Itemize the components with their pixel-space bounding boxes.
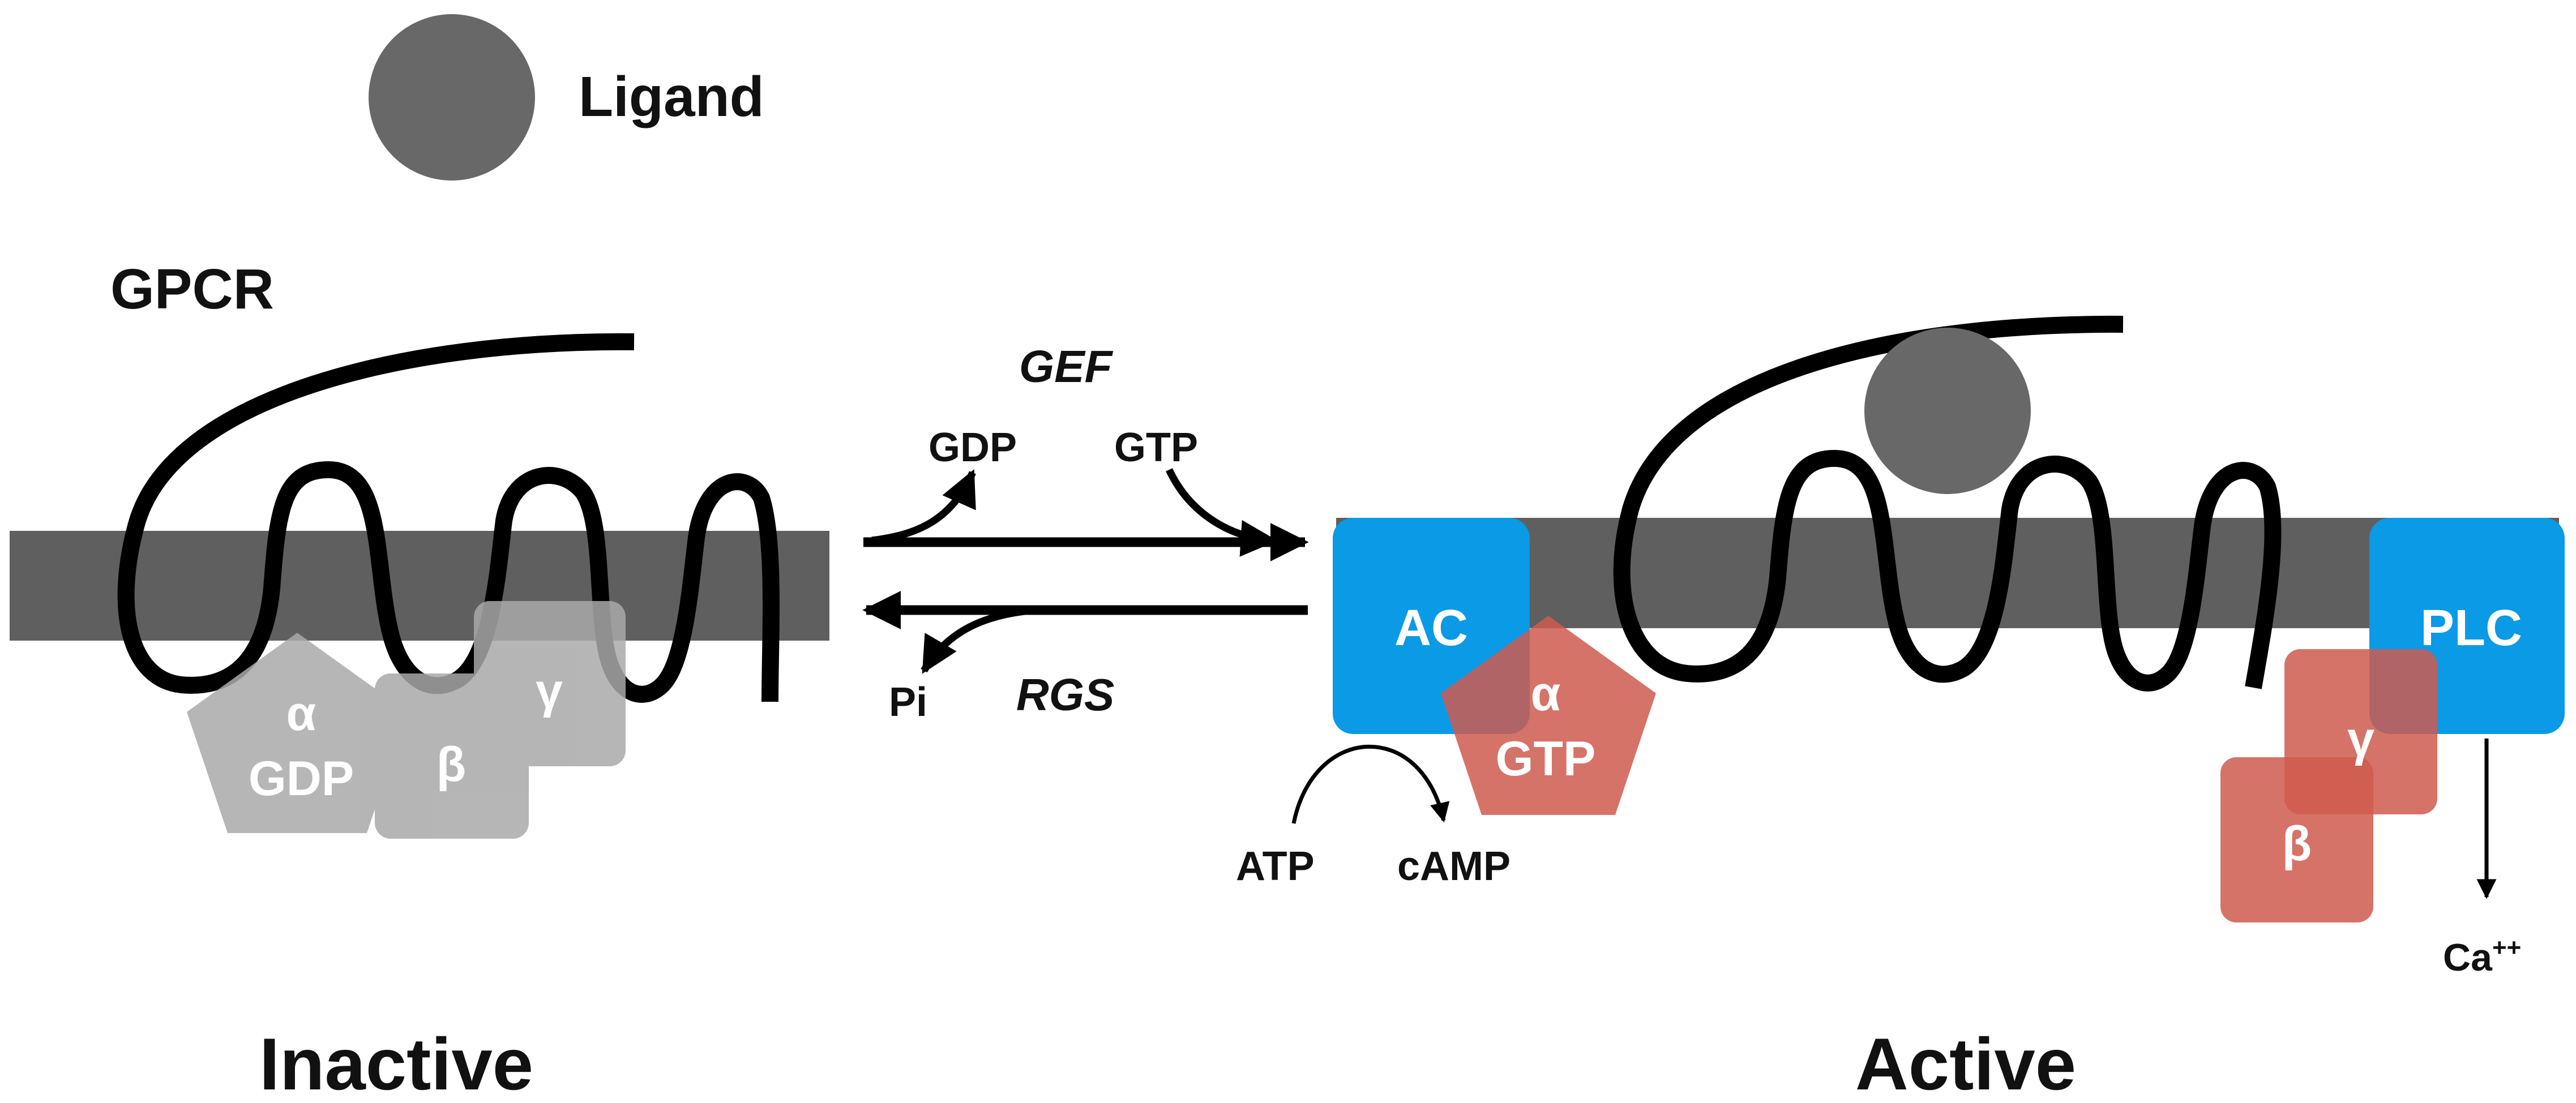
alpha-subunit-active — [1441, 616, 1656, 815]
pi-label: Pi — [889, 680, 927, 725]
atp-to-camp-arrow — [1291, 744, 1450, 824]
gpcr-receptor-active — [1613, 315, 2282, 692]
gamma-label-active: γ — [2347, 712, 2374, 766]
ac-label: AC — [1394, 600, 1468, 656]
alpha-subunit-inactive — [187, 633, 408, 833]
bound-ligand — [1864, 328, 2031, 494]
inactive-g-protein — [187, 601, 626, 839]
active-caption: Active — [1855, 1023, 2076, 1100]
camp-label: cAMP — [1397, 844, 1510, 889]
gef-label: GEF — [1019, 341, 1114, 392]
calcium-superscript: ++ — [2492, 934, 2521, 962]
beta-label-active: β — [2282, 817, 2312, 871]
calcium-label: Ca++ — [2443, 934, 2521, 979]
gpcr-label: GPCR — [110, 257, 274, 321]
gdp-label: GDP — [928, 425, 1017, 470]
atp-label: ATP — [1236, 844, 1315, 889]
gamma-label-inactive: γ — [536, 664, 563, 718]
gdp-release-arrow — [871, 469, 976, 544]
pi-release-arrow — [921, 607, 1025, 674]
alpha-label-active: α — [1531, 667, 1561, 721]
ligand-label: Ligand — [579, 65, 764, 128]
gpcr-receptor-inactive — [117, 333, 780, 703]
gamma-subunit-active — [2284, 649, 2437, 814]
plc-label: PLC — [2420, 600, 2522, 656]
gamma-subunit-inactive — [474, 601, 626, 766]
gtp-label: GTP — [1114, 425, 1198, 470]
gdp-label-inactive: GDP — [249, 752, 354, 806]
gtp-binding-arrow — [1166, 468, 1278, 557]
membrane-active — [1336, 518, 2559, 628]
beta-label-inactive: β — [437, 737, 467, 792]
calcium-base: Ca — [2443, 936, 2493, 979]
gtp-label-active: GTP — [1496, 732, 1596, 786]
rgs-label: RGS — [1016, 669, 1114, 720]
ligand-legend-circle — [369, 14, 535, 181]
alpha-label-inactive: α — [286, 686, 316, 741]
inactive-caption: Inactive — [259, 1023, 533, 1100]
